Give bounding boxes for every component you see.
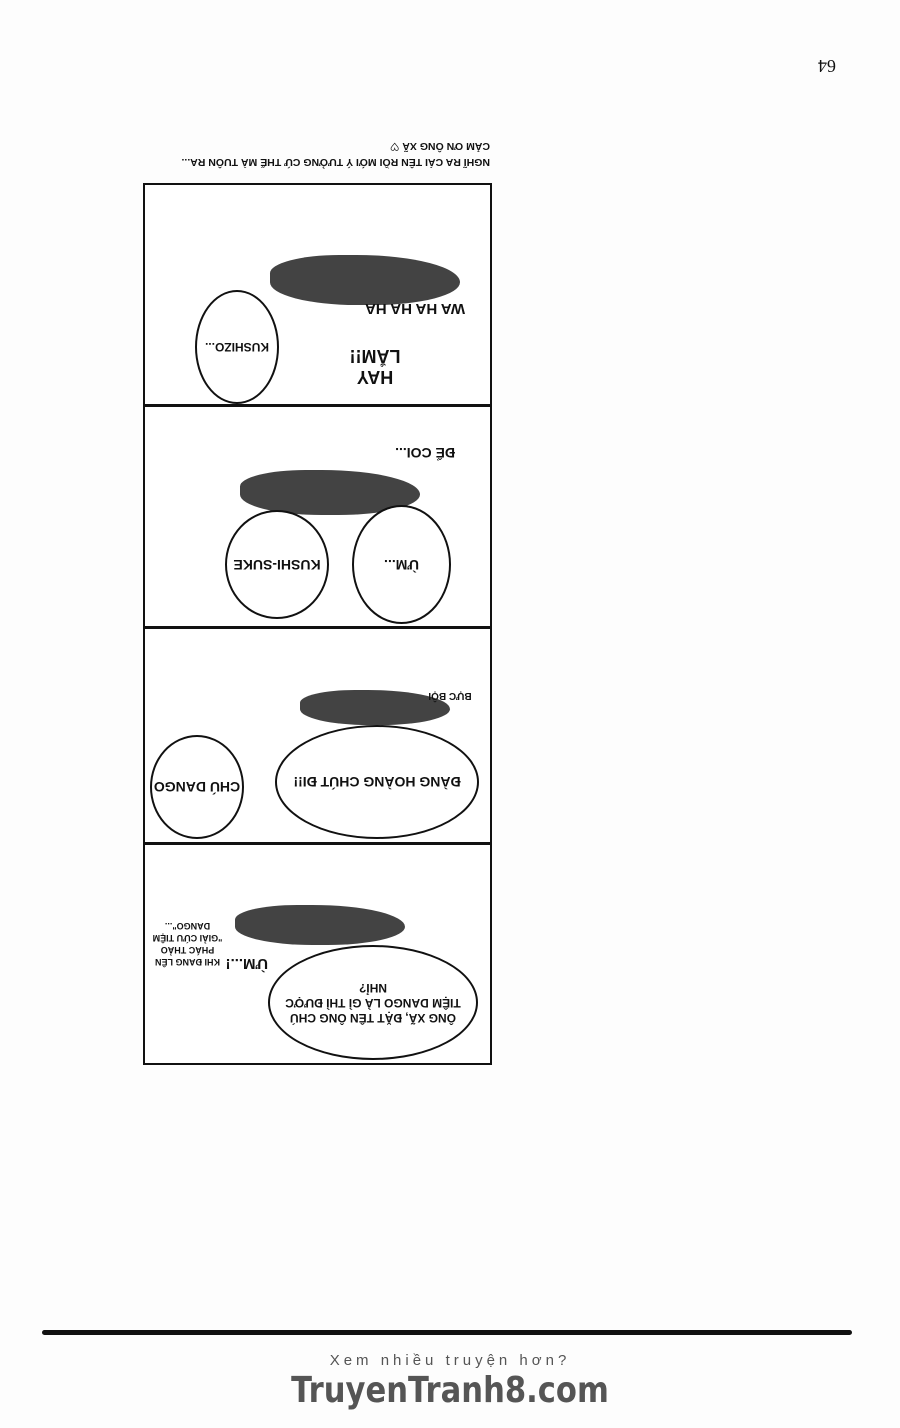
panel-2-bubble-2: CHÚ DANGO [150,735,244,839]
page-number: 64 [818,56,836,76]
panel-4-sfx: WA HA HA HA [365,300,465,317]
panel-4-bubble-2: KUSHIZO... [195,290,279,404]
character-hair [300,690,450,725]
panel-2-sfx: BỰC BỘI [428,690,472,701]
panel-divider [143,404,492,407]
panel-2-bubble: ĐÀNG HOÀNG CHÚT ĐI!! [275,725,479,839]
panel-3-bubble-2: KUSHI-SUKE [225,510,329,619]
character-hair [270,255,460,305]
panel-3-bubble: ỪM... [352,505,451,624]
panel-3-sfx: ĐỂ COI... [395,445,455,461]
panel-4-bubble: HAY LẮM!! [349,346,401,387]
bottom-rule [42,1330,852,1335]
panel-divider [143,842,492,845]
character-hair [235,905,405,945]
watermark-site[interactable]: TruyenTranh8.com [291,1370,609,1411]
watermark-tagline: Xem nhiều truyện hơn? [329,1352,571,1369]
caption-line-1: NGHĨ RA CÁI TÊN RỒI MỚI Ý TƯỞNG CỨ THẾ M… [181,156,490,168]
panel-1-note: KHI ĐANG LÊN PHÁC THẢO "GIẢI CỨU TIỆM DA… [152,921,223,967]
panel-1-sfx: ỪM...! [225,955,268,972]
panel-1-bubble: ÔNG XÃ, ĐẶT TÊN ÔNG CHÚ TIỆM DANGO LÀ GÌ… [268,945,478,1060]
caption: NGHĨ RA CÁI TÊN RỒI MỚI Ý TƯỞNG CỨ THẾ M… [140,138,490,170]
panel-divider [143,626,492,629]
caption-line-2: CẢM ƠN ÔNG XÃ ♡ [389,140,490,152]
